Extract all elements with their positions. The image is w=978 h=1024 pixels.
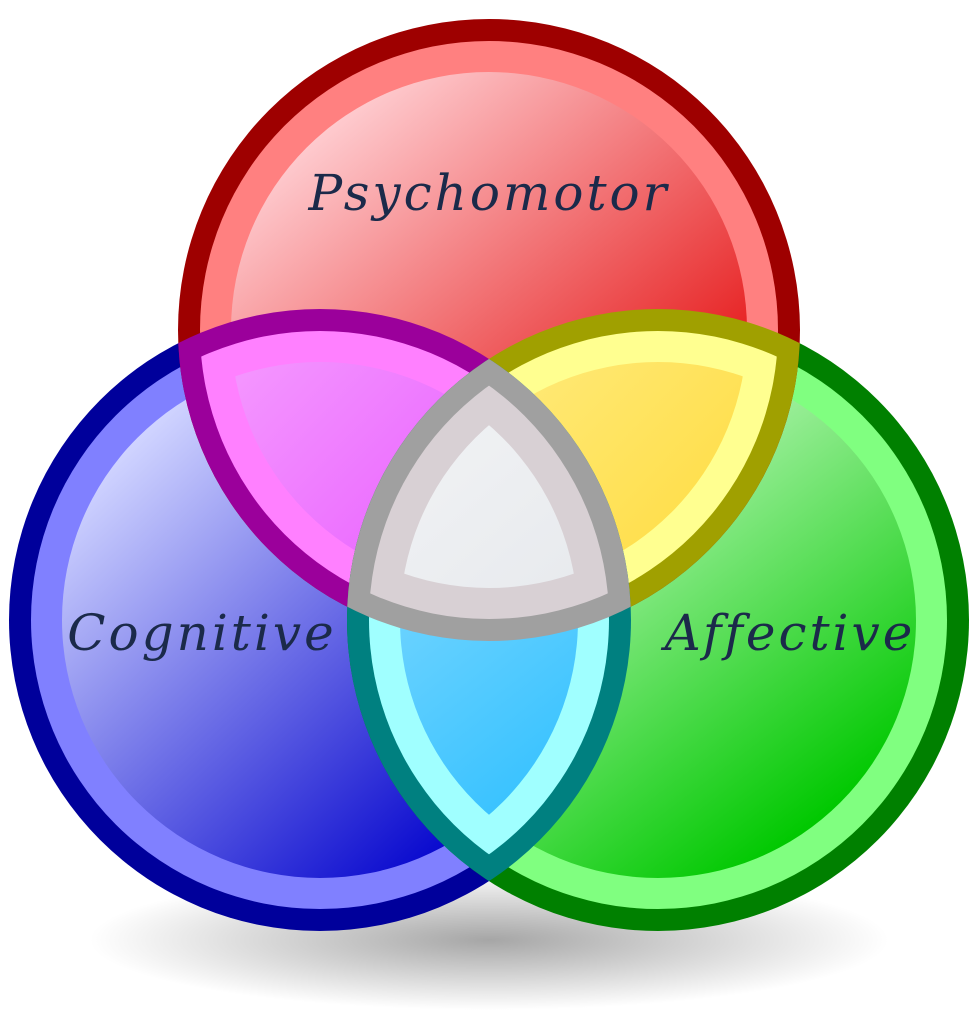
label-affective: Affective (661, 604, 916, 662)
label-cognitive: Cognitive (67, 604, 336, 662)
label-psychomotor: Psychomotor (307, 164, 669, 222)
